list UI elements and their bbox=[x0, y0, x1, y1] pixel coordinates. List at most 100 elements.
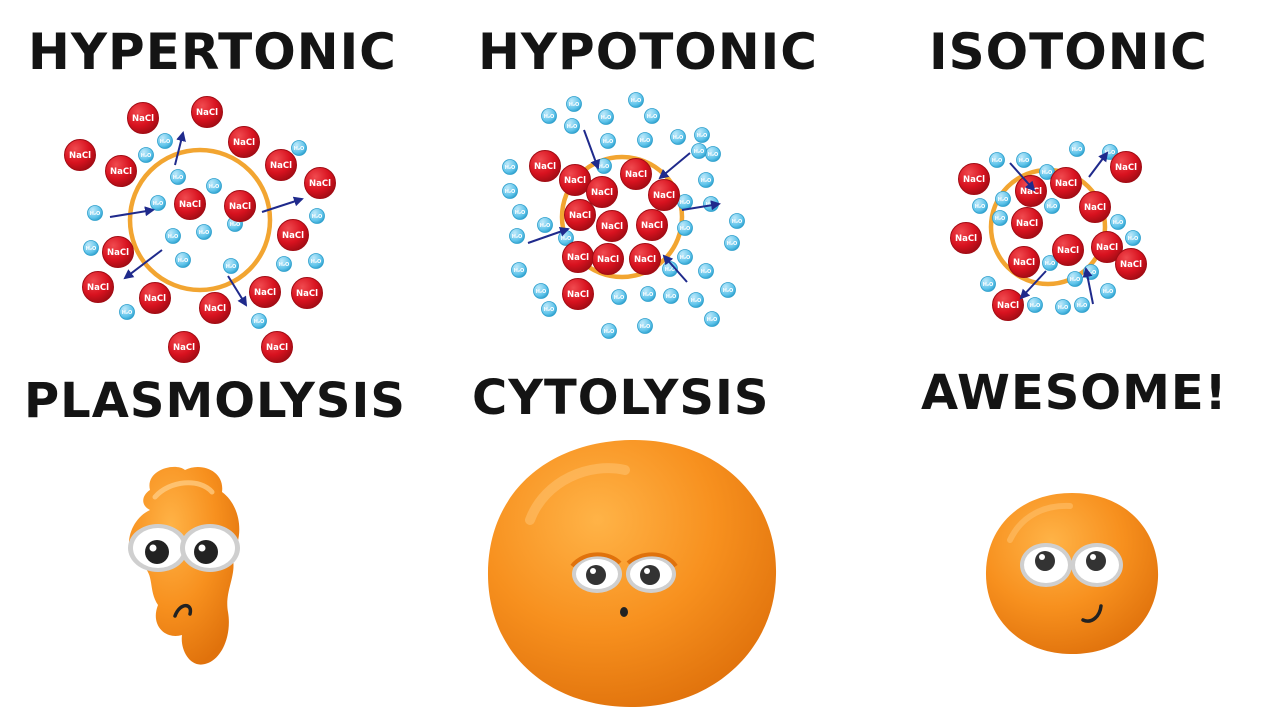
water-molecule: H₂O bbox=[688, 292, 704, 308]
salt-molecule: NaCl bbox=[559, 164, 591, 196]
title-cytolysis: CYTOLYSIS bbox=[472, 370, 770, 426]
water-molecule: H₂O bbox=[644, 108, 660, 124]
water-molecule: H₂O bbox=[677, 220, 693, 236]
water-molecule: H₂O bbox=[502, 183, 518, 199]
cell-membrane bbox=[559, 154, 685, 280]
water-label: H₂O bbox=[680, 200, 691, 206]
water-molecule: H₂O bbox=[600, 133, 616, 149]
water-label: H₂O bbox=[294, 146, 305, 152]
salt-molecule: NaCl bbox=[291, 277, 323, 309]
water-molecule: H₂O bbox=[119, 304, 135, 320]
water-label: H₂O bbox=[90, 211, 101, 217]
salt-label: NaCl bbox=[963, 175, 985, 185]
salt-molecule: NaCl bbox=[1050, 167, 1082, 199]
title-plasmolysis: PLASMOLYSIS bbox=[24, 373, 406, 429]
water-label: H₂O bbox=[567, 124, 578, 130]
water-molecule: H₂O bbox=[611, 289, 627, 305]
salt-molecule: NaCl bbox=[1115, 248, 1147, 280]
water-molecule: H₂O bbox=[502, 159, 518, 175]
water-molecule: H₂O bbox=[541, 108, 557, 124]
water-label: H₂O bbox=[173, 175, 184, 181]
water-molecule: H₂O bbox=[206, 178, 222, 194]
water-molecule: H₂O bbox=[980, 276, 996, 292]
salt-label: NaCl bbox=[229, 202, 251, 212]
water-molecule: H₂O bbox=[698, 263, 714, 279]
water-molecule: H₂O bbox=[598, 109, 614, 125]
salt-molecule: NaCl bbox=[64, 139, 96, 171]
water-molecule: H₂O bbox=[596, 158, 612, 174]
salt-label: NaCl bbox=[1016, 219, 1038, 229]
water-label: H₂O bbox=[544, 307, 555, 313]
water-label: H₂O bbox=[983, 282, 994, 288]
salt-molecule: NaCl bbox=[629, 243, 661, 275]
normal-cell-body bbox=[985, 493, 1159, 655]
salt-molecule: NaCl bbox=[127, 102, 159, 134]
salt-label: NaCl bbox=[179, 200, 201, 210]
water-label: H₂O bbox=[86, 246, 97, 252]
water-label: H₂O bbox=[603, 139, 614, 145]
water-label: H₂O bbox=[992, 158, 1003, 164]
water-molecule: H₂O bbox=[138, 147, 154, 163]
water-molecule: H₂O bbox=[992, 210, 1008, 226]
water-molecule: H₂O bbox=[989, 152, 1005, 168]
water-molecule: H₂O bbox=[729, 213, 745, 229]
water-molecule: H₂O bbox=[1042, 255, 1058, 271]
salt-molecule: NaCl bbox=[265, 149, 297, 181]
water-molecule: H₂O bbox=[1055, 299, 1071, 315]
salt-molecule: NaCl bbox=[1008, 246, 1040, 278]
water-molecule: H₂O bbox=[698, 172, 714, 188]
salt-molecule: NaCl bbox=[586, 176, 618, 208]
salt-label: NaCl bbox=[69, 151, 91, 161]
salt-label: NaCl bbox=[1084, 203, 1106, 213]
water-molecule: H₂O bbox=[1027, 297, 1043, 313]
water-label: H₂O bbox=[727, 241, 738, 247]
water-label: H₂O bbox=[230, 222, 241, 228]
hypotonic-diagram: H₂O H₂O H₂O H₂O H₂O H₂O H₂O H₂O H₂O H₂O H₂O H₂O H₂O H… bbox=[502, 92, 745, 339]
salt-molecule: NaCl bbox=[228, 126, 260, 158]
water-molecule: H₂O bbox=[251, 313, 267, 329]
water-label: H₂O bbox=[995, 216, 1006, 222]
water-molecule: H₂O bbox=[87, 205, 103, 221]
water-molecule: H₂O bbox=[724, 235, 740, 251]
osmosis-arrow bbox=[662, 254, 688, 283]
water-molecule: H₂O bbox=[677, 249, 693, 265]
water-molecule: H₂O bbox=[537, 217, 553, 233]
salt-label: NaCl bbox=[254, 288, 276, 298]
water-molecule: H₂O bbox=[1125, 230, 1141, 246]
salt-label: NaCl bbox=[107, 248, 129, 258]
water-label: H₂O bbox=[544, 114, 555, 120]
salt-label: NaCl bbox=[653, 191, 675, 201]
water-molecule: H₂O bbox=[1067, 271, 1083, 287]
water-molecule: H₂O bbox=[83, 240, 99, 256]
salt-label: NaCl bbox=[634, 255, 656, 265]
water-label: H₂O bbox=[569, 102, 580, 108]
salt-label: NaCl bbox=[296, 289, 318, 299]
water-molecule: H₂O bbox=[972, 198, 988, 214]
water-molecule: H₂O bbox=[637, 318, 653, 334]
water-label: H₂O bbox=[723, 288, 734, 294]
salt-molecule: NaCl bbox=[958, 163, 990, 195]
salt-label: NaCl bbox=[233, 138, 255, 148]
salt-molecule: NaCl bbox=[139, 282, 171, 314]
water-molecule: H₂O bbox=[663, 288, 679, 304]
water-molecule: H₂O bbox=[512, 204, 528, 220]
water-molecule: H₂O bbox=[309, 208, 325, 224]
water-label: H₂O bbox=[1045, 261, 1056, 267]
water-label: H₂O bbox=[647, 114, 658, 120]
water-molecule: H₂O bbox=[637, 132, 653, 148]
osmosis-arrow bbox=[123, 249, 163, 280]
osmosis-arrow bbox=[109, 206, 155, 218]
water-molecule: H₂O bbox=[196, 224, 212, 240]
water-label: H₂O bbox=[601, 115, 612, 121]
water-label: H₂O bbox=[680, 226, 691, 232]
water-label: H₂O bbox=[160, 139, 171, 145]
cell-membrane bbox=[127, 147, 273, 293]
isotonic-cell bbox=[985, 493, 1159, 655]
water-label: H₂O bbox=[1128, 236, 1139, 242]
salt-label: NaCl bbox=[597, 255, 619, 265]
water-label: H₂O bbox=[1077, 303, 1088, 309]
water-molecule: H₂O bbox=[1100, 283, 1116, 299]
salt-molecule: NaCl bbox=[1091, 231, 1123, 263]
title-isotonic: ISOTONIC bbox=[929, 23, 1208, 81]
